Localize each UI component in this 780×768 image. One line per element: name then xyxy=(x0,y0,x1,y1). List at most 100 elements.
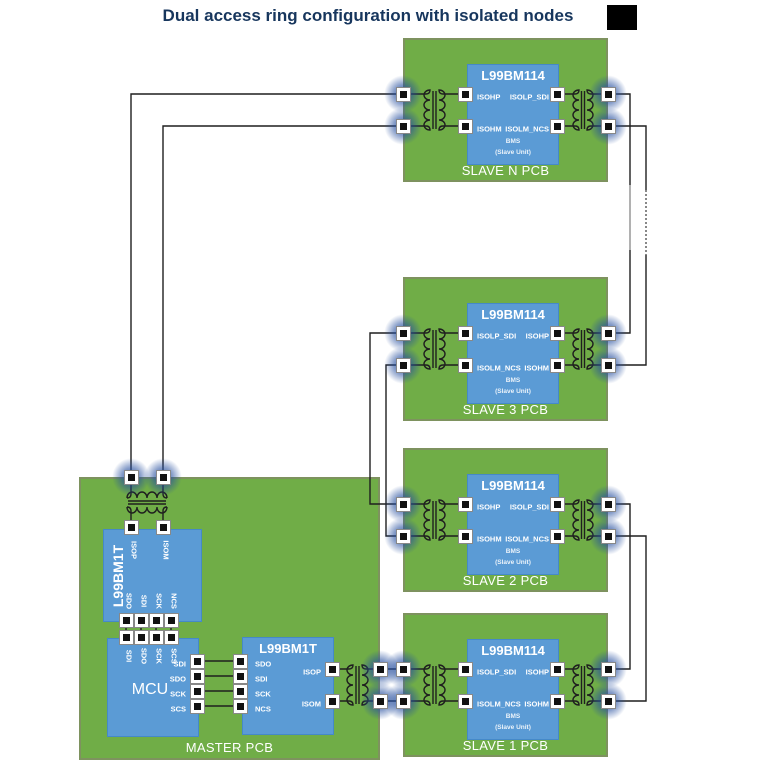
connection-pin xyxy=(190,669,204,683)
connection-pin xyxy=(190,684,204,698)
pin-label: SDO xyxy=(169,674,186,684)
connection-pin xyxy=(458,529,472,543)
connection-pin xyxy=(458,694,472,708)
connection-pin xyxy=(124,470,138,484)
connection-pin xyxy=(601,326,615,340)
pin-label: ISOLM_NCS xyxy=(477,363,521,373)
connection-pin xyxy=(119,613,133,627)
connection-pin xyxy=(550,662,564,676)
master-spi-chip: L99BM1T SDO SDI SCK NCS ISOP ISOM xyxy=(242,637,334,735)
pin-label: SDI xyxy=(139,594,149,608)
connection-pin xyxy=(396,497,410,511)
chip-subtitle: BMS(Slave Unit) xyxy=(495,377,531,395)
connection-pin xyxy=(164,613,178,627)
connection-pin xyxy=(156,470,170,484)
chip-name: L99BM1T xyxy=(259,641,317,656)
connection-pin xyxy=(550,529,564,543)
chip-subtitle: BMS(Slave Unit) xyxy=(495,713,531,731)
connection-pin xyxy=(601,119,615,133)
connection-pin xyxy=(550,326,564,340)
pin-label: NCS xyxy=(255,704,271,714)
slave-n-chip: L99BM114 ISOHP ISOHM ISOLP_SDI ISOLM_NCS… xyxy=(467,64,559,165)
chip-name: L99BM114 xyxy=(481,478,545,493)
pin-label: SCK xyxy=(255,689,271,699)
connection-pin xyxy=(119,630,133,644)
pin-label: ISOLP_SDI xyxy=(509,92,549,102)
connection-pin xyxy=(396,662,410,676)
connection-pin xyxy=(156,520,170,534)
connection-pin xyxy=(233,684,247,698)
pin-label: SDI xyxy=(124,649,134,663)
connection-pin xyxy=(190,699,204,713)
connection-pin xyxy=(233,669,247,683)
connection-pin xyxy=(458,326,472,340)
connection-pin xyxy=(373,694,387,708)
connection-pin xyxy=(601,358,615,372)
pin-label: SCK xyxy=(154,648,164,664)
pin-label: ISOHM xyxy=(524,699,549,709)
wire xyxy=(162,125,403,477)
slave-n-pcb: L99BM114 ISOHP ISOHM ISOLP_SDI ISOLM_NCS… xyxy=(403,38,608,182)
connection-pin xyxy=(325,694,339,708)
pin-label: ISOHP xyxy=(477,502,501,512)
pin-label: SDI xyxy=(173,659,186,669)
connection-pin xyxy=(396,358,410,372)
connection-pin xyxy=(601,87,615,101)
pin-label: SDO xyxy=(124,592,134,610)
slave-2-pcb: L99BM114 ISOHP ISOHM ISOLP_SDI ISOLM_NCS… xyxy=(403,448,608,592)
pin-label: ISOHP xyxy=(525,667,549,677)
connection-pin xyxy=(396,694,410,708)
chip-name: L99BM114 xyxy=(481,68,545,83)
connection-pin xyxy=(550,358,564,372)
pin-label: ISOM xyxy=(161,540,171,560)
connection-pin xyxy=(458,662,472,676)
connection-pin xyxy=(190,654,204,668)
board-label: SLAVE 1 PCB xyxy=(462,738,549,753)
mcu-chip: MCU SDI SDO SCK SCS SDI SDO SCK SCS xyxy=(107,638,199,737)
connection-pin xyxy=(149,630,163,644)
slave-1-chip: L99BM114 ISOLP_SDI ISOLM_NCS ISOHP ISOHM… xyxy=(467,639,559,740)
connection-pin xyxy=(325,662,339,676)
pin-label: ISOHM xyxy=(524,363,549,373)
diagram-title: Dual access ring configuration with isol… xyxy=(162,6,574,25)
connection-pin xyxy=(458,119,472,133)
connection-pin xyxy=(134,630,148,644)
connection-pin xyxy=(550,87,564,101)
connection-pin xyxy=(550,497,564,511)
pin-label: SDO xyxy=(139,647,149,665)
connection-pin xyxy=(458,497,472,511)
connection-pin xyxy=(550,694,564,708)
board-label: SLAVE 2 PCB xyxy=(462,573,549,588)
connection-pin xyxy=(149,613,163,627)
board-label: SLAVE N PCB xyxy=(461,163,550,178)
pin-label: ISOLP_SDI xyxy=(477,331,517,341)
pin-label: ISOHM xyxy=(477,124,502,134)
slave-1-pcb: L99BM114 ISOLP_SDI ISOLM_NCS ISOHP ISOHM… xyxy=(403,613,608,757)
connection-pin xyxy=(396,326,410,340)
connection-pin xyxy=(373,662,387,676)
connection-pin xyxy=(233,699,247,713)
connection-pin xyxy=(396,87,410,101)
connection-pin xyxy=(601,529,615,543)
pin-label: ISOLP_SDI xyxy=(509,502,549,512)
slave-3-chip: L99BM114 ISOLP_SDI ISOLM_NCS ISOHP ISOHM… xyxy=(467,303,559,404)
legend-black-square xyxy=(607,5,637,30)
pin-label: ISOHP xyxy=(477,92,501,102)
connection-pin xyxy=(550,119,564,133)
chip-name: MCU xyxy=(131,681,169,698)
slave-3-pcb: L99BM114 ISOLP_SDI ISOLM_NCS ISOHP ISOHM… xyxy=(403,277,608,421)
connection-pin xyxy=(601,694,615,708)
pin-label: ISOHP xyxy=(525,331,549,341)
pin-label: ISOP xyxy=(303,667,321,677)
chip-name: L99BM114 xyxy=(481,307,545,322)
connection-pin xyxy=(233,654,247,668)
pin-label: ISOLP_SDI xyxy=(477,667,517,677)
connection-pin xyxy=(396,119,410,133)
master-iso-chip: L99BM1T ISOP ISOM SDO SDI SCK NCS xyxy=(103,529,202,622)
pin-label: SCS xyxy=(170,704,186,714)
pin-label: SDI xyxy=(255,674,268,684)
pin-label: ISOLM_NCS xyxy=(477,699,521,709)
pin-label: ISOM xyxy=(301,699,321,709)
pin-label: ISOHM xyxy=(477,534,502,544)
